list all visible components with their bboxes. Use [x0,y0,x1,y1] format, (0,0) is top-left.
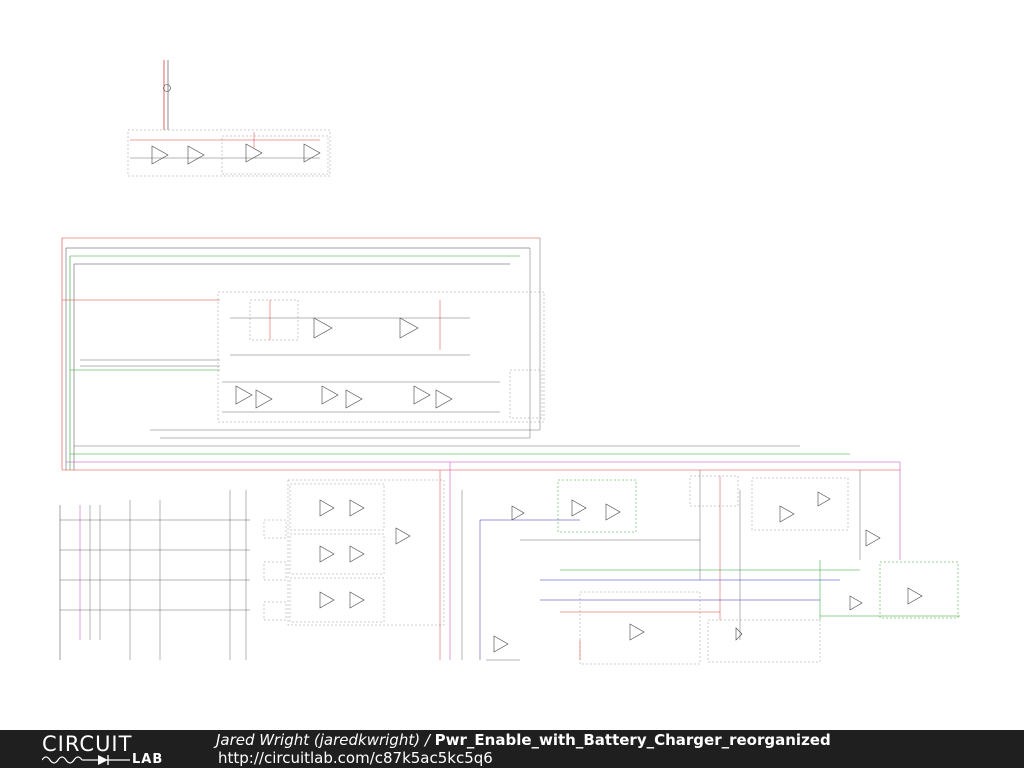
circuitlab-logo[interactable]: CIRCUIT LAB [42,732,182,767]
voltage-source-group[interactable] [163,60,171,130]
comparator-block-top[interactable] [127,129,331,177]
logic-block-right[interactable] [493,475,959,665]
circuit-name[interactable]: Pwr_Enable_with_Battery_Charger_reorgani… [434,731,831,749]
charger-control-block[interactable] [217,291,545,423]
sine-wave-icon [42,755,130,765]
author-name[interactable]: Jared Wright (jaredkwright) [216,731,421,749]
diode-icon [98,755,108,765]
circuit-title: Jared Wright (jaredkwright) / Pwr_Enable… [216,731,831,749]
bus-wires [61,237,900,471]
schematic-canvas[interactable] [0,0,1024,730]
left-switch-array[interactable] [59,490,287,660]
logo-text-top: CIRCUIT [42,732,133,756]
footer-bar: CIRCUIT LAB Jared Wright (jaredkwright) … [0,730,1024,768]
logo-text-bottom: LAB [132,752,164,767]
title-separator: / [420,731,435,749]
comparator-array-center[interactable] [287,462,463,660]
routed-signal-wires [479,462,960,661]
circuit-url-link[interactable]: http://circuitlab.com/c87k5ac5kc5q6 [218,749,493,767]
